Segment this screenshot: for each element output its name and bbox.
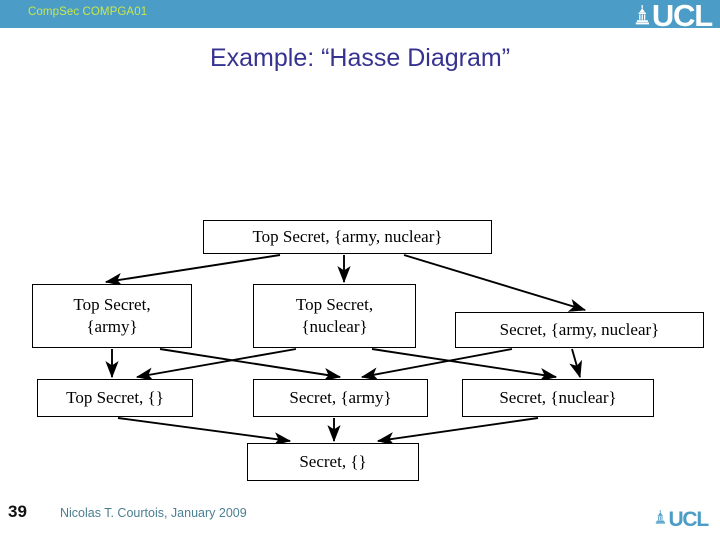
node-secret-nuclear[interactable]: Secret, {nuclear} (462, 379, 654, 417)
ucl-wordmark-footer: UCL (668, 508, 709, 531)
slide-number: 39 (8, 502, 27, 521)
ucl-dome-icon (635, 5, 650, 30)
node-top-secret-army-nuclear[interactable]: Top Secret, {army, nuclear} (203, 220, 492, 254)
page-title: Example: “Hasse Diagram” (209, 44, 511, 72)
ucl-logo-header: UCL (635, 0, 713, 33)
node-top-secret-army[interactable]: Top Secret, {army} (32, 284, 192, 348)
edge-s-army-nuclear-to-s-nuclear (569, 348, 583, 379)
edge-s-nuclear-to-s-empty (376, 417, 539, 446)
node-secret-army-nuclear[interactable]: Secret, {army, nuclear} (455, 312, 704, 348)
edge-ts-nuclear-to-s-nuclear (371, 348, 558, 382)
edge-ts-empty-to-s-empty (117, 417, 292, 446)
header-band (0, 0, 720, 28)
course-label: CompSec COMPGA01 (28, 6, 148, 18)
edge-ts-army-to-s-army (159, 348, 342, 382)
ucl-wordmark-header: UCL (651, 0, 713, 33)
ucl-logo-footer: UCL (655, 508, 709, 531)
edge-ts-nuclear-to-ts-empty (135, 348, 297, 381)
edge-ts-army-nuclear-to-s-army-nuclear (403, 254, 587, 312)
edge-ts-army-nuclear-to-ts-army (104, 254, 281, 287)
footer-credit: Nicolas T. Courtois, January 2009 (60, 506, 247, 520)
node-secret-empty[interactable]: Secret, {} (247, 443, 419, 481)
node-secret-army[interactable]: Secret, {army} (253, 379, 428, 417)
edge-s-army-nuclear-to-s-army (360, 348, 513, 381)
ucl-dome-icon-footer (655, 510, 666, 529)
node-top-secret-nuclear[interactable]: Top Secret, {nuclear} (253, 284, 416, 348)
node-top-secret-empty[interactable]: Top Secret, {} (37, 379, 193, 417)
